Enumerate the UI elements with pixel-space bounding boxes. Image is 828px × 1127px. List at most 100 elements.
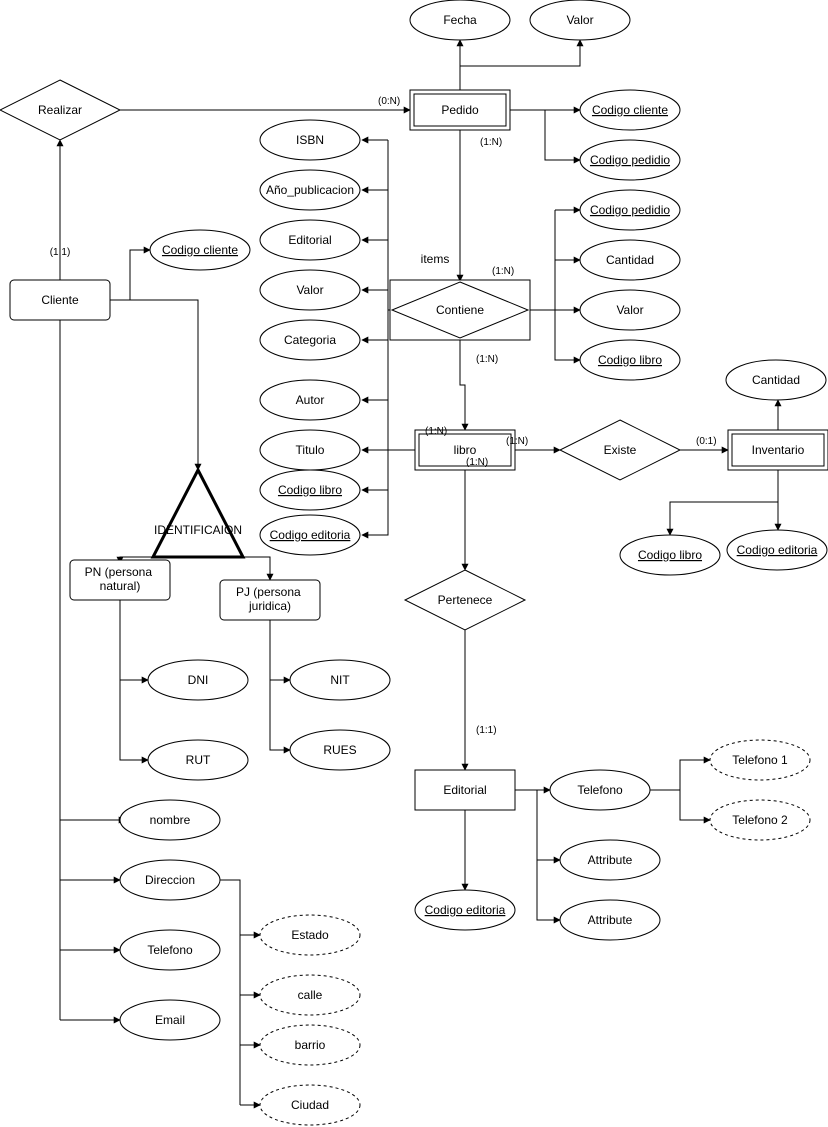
entity-pj[interactable]: PJ (persona juridica) <box>219 579 321 621</box>
attribute-telefono-cliente[interactable]: Telefono <box>119 929 221 971</box>
attribute-codigo-libro-libro-label: Codigo libro <box>278 483 342 497</box>
entity-editorial[interactable]: Editorial <box>414 769 516 811</box>
relationship-existe[interactable]: Existe <box>558 419 682 481</box>
attribute-codigo-editoria-inventario-label: Codigo editoria <box>737 543 818 557</box>
entity-pj-label: PJ (persona juridica) <box>236 585 304 613</box>
attribute-telefono-editorial[interactable]: Telefono <box>549 769 651 811</box>
cardinality-libro-left: (1:N) <box>425 426 447 437</box>
relationship-contiene[interactable]: Contiene <box>389 279 531 341</box>
edge-bus-codigo-editoria <box>361 450 389 539</box>
attribute-telefono-2-label: Telefono 2 <box>732 813 788 827</box>
attribute-valor-pedido[interactable]: Valor <box>529 0 631 41</box>
attribute-codigo-pedido-pedido-shape <box>579 139 681 181</box>
relationship-pertenece[interactable]: Pertenece <box>403 569 527 631</box>
attribute-nit[interactable]: NIT <box>289 659 391 701</box>
attribute-ano-publicacion-label: Año_publicacion <box>266 183 354 197</box>
attribute-codigo-editoria-editorial[interactable]: Codigo editoria <box>414 889 516 931</box>
entity-pedido[interactable]: Pedido <box>409 89 511 131</box>
attribute-valor-libro[interactable]: Valor <box>259 269 361 311</box>
attribute-valor-pedido-label: Valor <box>566 13 593 27</box>
attribute-codigo-editoria-libro[interactable]: Codigo editoria <box>259 514 361 556</box>
attribute-attribute-1-label: Attribute <box>588 853 633 867</box>
attribute-attribute-2-label: Attribute <box>588 913 633 927</box>
entity-pj-label-line-1: PJ (persona <box>236 585 301 599</box>
attribute-fecha[interactable]: Fecha <box>409 0 511 41</box>
attribute-ano-publicacion[interactable]: Año_publicacion <box>259 169 361 211</box>
attribute-isbn[interactable]: ISBN <box>259 119 361 161</box>
attribute-categoria-label: Categoria <box>284 333 336 347</box>
attribute-codigo-libro-contiene[interactable]: Codigo libro <box>579 339 681 381</box>
attribute-codigo-cliente-pedido-shape <box>579 89 681 131</box>
attribute-calle-label: calle <box>298 988 323 1002</box>
attribute-ciudad[interactable]: Ciudad <box>259 1084 361 1126</box>
attribute-email-shape <box>119 999 221 1041</box>
attribute-telefono-cliente-shape <box>119 929 221 971</box>
attribute-cantidad-contiene[interactable]: Cantidad <box>579 239 681 281</box>
attribute-rues[interactable]: RUES <box>289 729 391 771</box>
relationship-realizar[interactable]: Realizar <box>0 79 122 141</box>
attribute-email-label: Email <box>155 1013 185 1027</box>
attribute-autor[interactable]: Autor <box>259 379 361 421</box>
attribute-attribute-1[interactable]: Attribute <box>559 839 661 881</box>
attribute-nombre[interactable]: nombre <box>119 799 221 841</box>
cardinality-realizar-pedido: (0:N) <box>378 96 400 107</box>
attribute-categoria[interactable]: Categoria <box>259 319 361 361</box>
attribute-nombre-label: nombre <box>150 813 191 827</box>
attribute-codigo-cliente-cliente[interactable]: Codigo cliente <box>149 229 251 271</box>
entity-libro[interactable]: libro <box>414 429 516 471</box>
attribute-ano-publicacion-shape <box>259 169 361 211</box>
attribute-cantidad-inventario[interactable]: Cantidad <box>725 359 827 401</box>
attribute-attribute-2[interactable]: Attribute <box>559 899 661 941</box>
edge-contiene-codigo-libro <box>554 310 581 364</box>
relationship-realizar-label: Realizar <box>38 103 82 117</box>
attribute-email[interactable]: Email <box>119 999 221 1041</box>
entity-pn-label-line-2: natural) <box>100 579 141 593</box>
entity-pn[interactable]: PN (persona natural) <box>69 559 171 601</box>
attribute-codigo-libro-contiene-shape <box>579 339 681 381</box>
attribute-telefono-2[interactable]: Telefono 2 <box>709 799 811 841</box>
attribute-valor-contiene[interactable]: Valor <box>579 289 681 331</box>
attribute-codigo-cliente-pedido[interactable]: Codigo cliente <box>579 89 681 131</box>
attribute-dni-label: DNI <box>188 673 209 687</box>
edge-pedido-valor <box>460 39 584 67</box>
attribute-codigo-libro-inventario[interactable]: Codigo libro <box>619 534 721 576</box>
attribute-ciudad-label: Ciudad <box>291 1098 329 1112</box>
connectors <box>56 39 782 1109</box>
attribute-codigo-libro-contiene-label: Codigo libro <box>598 353 662 367</box>
attribute-codigo-editoria-inventario[interactable]: Codigo editoria <box>726 529 828 571</box>
attribute-telefono-1[interactable]: Telefono 1 <box>709 739 811 781</box>
edge-contiene-libro <box>459 340 469 431</box>
attribute-codigo-libro-libro[interactable]: Codigo libro <box>259 469 361 511</box>
attribute-rut-label: RUT <box>186 753 211 767</box>
relationship-pertenece-label: Pertenece <box>438 593 493 607</box>
attribute-direccion[interactable]: Direccion <box>119 859 221 901</box>
attribute-estado[interactable]: Estado <box>259 914 361 956</box>
attribute-codigo-pedido-pedido[interactable]: Codigo pedidio <box>579 139 681 181</box>
attribute-titulo[interactable]: Titulo <box>259 429 361 471</box>
edge-inventario-codigo-libro <box>666 501 778 536</box>
attribute-barrio-label: barrio <box>295 1038 326 1052</box>
attribute-fecha-label: Fecha <box>443 13 477 27</box>
attribute-titulo-label: Titulo <box>296 443 325 457</box>
entity-inventario[interactable]: Inventario <box>727 429 828 471</box>
attribute-codigo-cliente-cliente-label: Codigo cliente <box>162 243 238 257</box>
attribute-barrio[interactable]: barrio <box>259 1024 361 1066</box>
attribute-valor-contiene-label: Valor <box>616 303 643 317</box>
entity-cliente[interactable]: Cliente <box>9 279 111 321</box>
attribute-codigo-libro-inventario-label: Codigo libro <box>638 548 702 562</box>
attribute-codigo-editoria-editorial-label: Codigo editoria <box>425 903 506 917</box>
attribute-dni[interactable]: DNI <box>147 659 249 701</box>
cardinality-pedido-contiene: (1:N) <box>480 137 502 148</box>
attribute-calle[interactable]: calle <box>259 974 361 1016</box>
attribute-codigo-pedido-contiene[interactable]: Codigo pedidio <box>579 189 681 231</box>
attribute-nit-label: NIT <box>330 673 350 687</box>
attribute-valor-contiene-shape <box>579 289 681 331</box>
edge-cliente-identificacion <box>110 299 202 471</box>
specialization-identificacion[interactable]: IDENTIFICAION <box>150 466 246 559</box>
attribute-isbn-label: ISBN <box>296 133 324 147</box>
attribute-editorial-libro[interactable]: Editorial <box>259 219 361 261</box>
attribute-nit-shape <box>289 659 391 701</box>
attribute-rut[interactable]: RUT <box>147 739 249 781</box>
